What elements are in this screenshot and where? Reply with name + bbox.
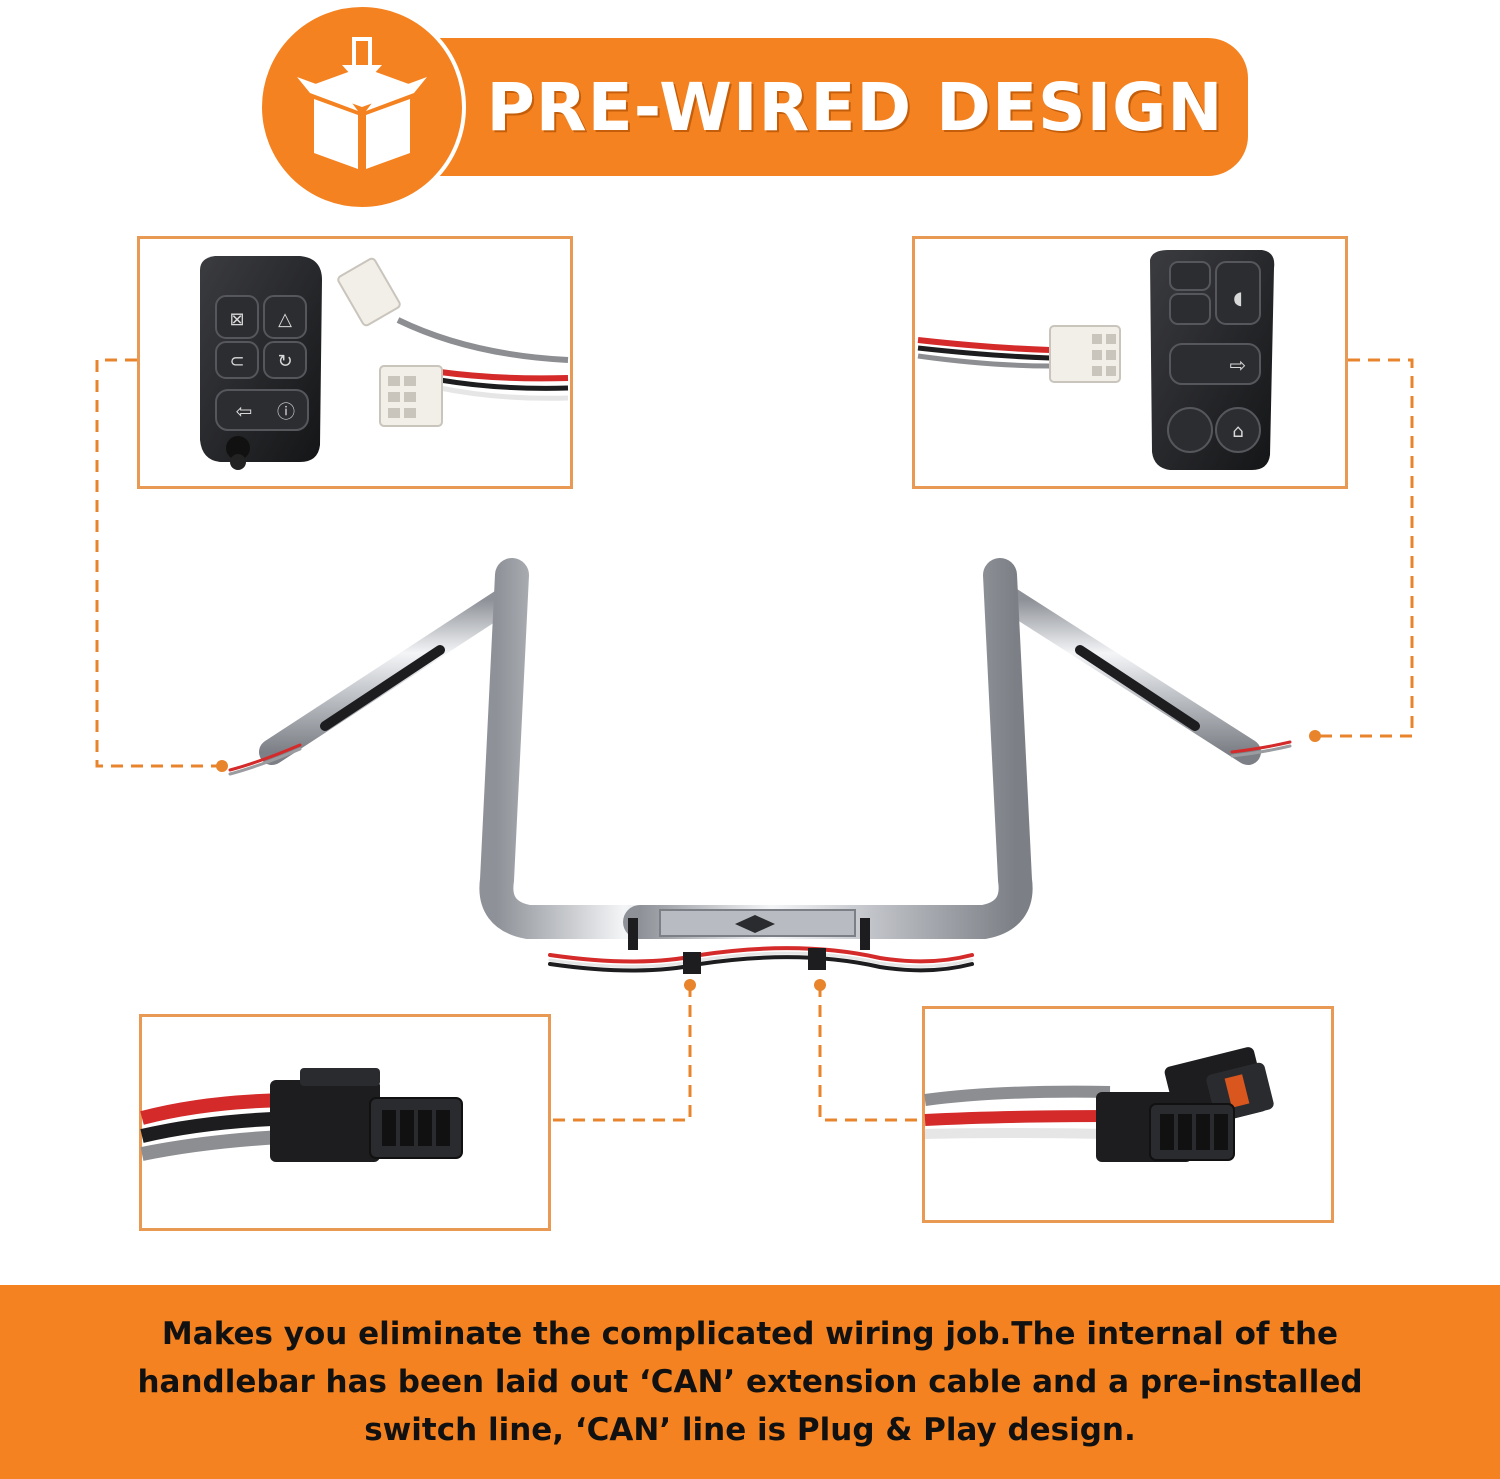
svg-text:⊠: ⊠: [229, 309, 244, 330]
right-can-connector-icon: [924, 1047, 1274, 1162]
banner-circle: [258, 3, 466, 211]
left-switch-connectors: [337, 257, 569, 427]
leader-dot: [1309, 730, 1321, 742]
handlebar-wiring: [228, 645, 1292, 974]
svg-text:⊂: ⊂: [229, 351, 244, 372]
leader-line-left-bottom: [551, 985, 692, 1122]
handlebar: [259, 558, 1261, 939]
svg-text:◖: ◖: [1233, 288, 1242, 309]
package-download-icon: [297, 37, 427, 169]
svg-text:△: △: [278, 309, 292, 330]
svg-text:⇨: ⇨: [1230, 353, 1247, 377]
right-switch-connectors: [917, 325, 1121, 383]
left-switch-housing-icon: ⊠ △ ⊂ ↻ ⇦ ⓘ: [200, 256, 322, 470]
left-can-connector-icon: [140, 1068, 463, 1162]
svg-text:⌂: ⌂: [1232, 421, 1243, 442]
leader-line-right-top: [1315, 358, 1414, 738]
leader-dot: [216, 760, 228, 772]
title-banner: [400, 38, 1248, 176]
leader-dots: [216, 730, 1321, 991]
description-text: Makes you eliminate the complicated wiri…: [137, 1316, 1363, 1448]
leader-dot: [684, 979, 696, 991]
leader-lines: [95, 358, 1414, 1122]
right-switch-housing-icon: ⇨ ◖ ⌂: [1150, 250, 1275, 470]
description-band: Makes you eliminate the complicated wiri…: [0, 1285, 1500, 1479]
leader-line-left-top: [95, 358, 222, 768]
svg-text:ⓘ: ⓘ: [277, 402, 295, 423]
leader-dot: [814, 979, 826, 991]
svg-text:↻: ↻: [277, 351, 292, 372]
svg-text:⇦: ⇦: [236, 399, 253, 423]
page-title: PRE-WIRED DESIGN: [486, 68, 1224, 146]
leader-line-right-bottom: [818, 985, 922, 1122]
